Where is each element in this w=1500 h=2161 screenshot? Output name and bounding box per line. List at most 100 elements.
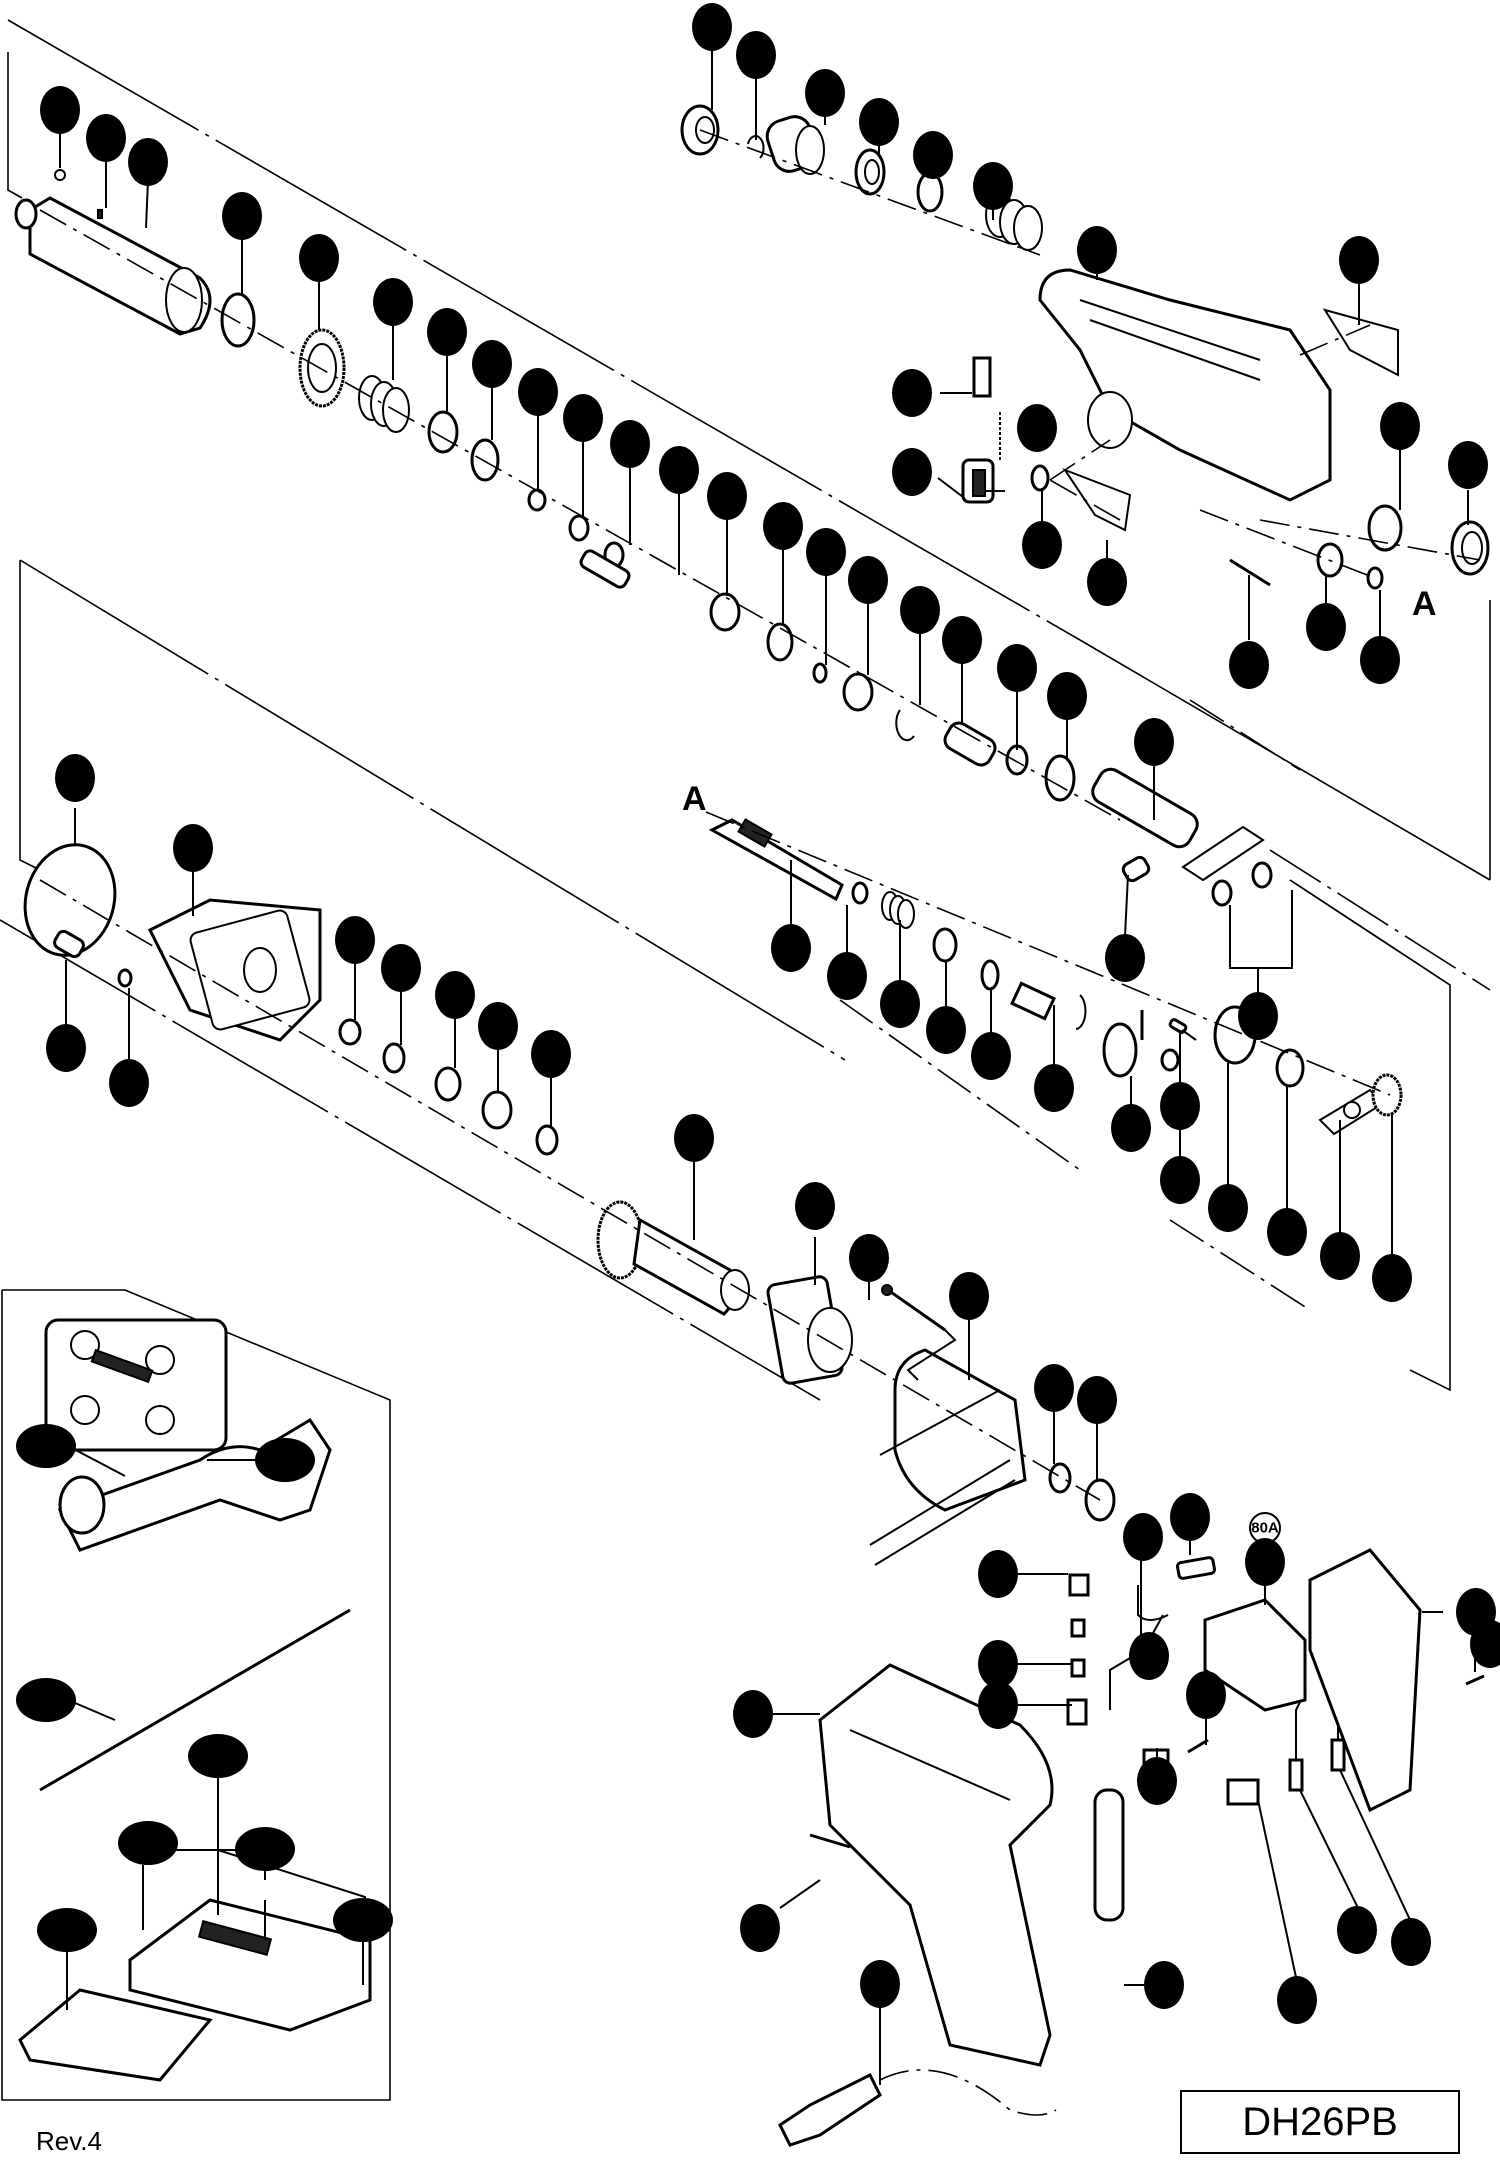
callout-circle <box>1320 1232 1360 1280</box>
callout-part-41: 41 <box>771 924 811 972</box>
callout-part-11: 11 <box>892 369 932 417</box>
callout-label: 43 <box>888 992 912 1017</box>
callout-part-9: 9 <box>1380 402 1420 450</box>
callout-part-62: 62 <box>949 1272 989 1320</box>
callout-circle <box>1306 603 1346 651</box>
callout-part-80a: 80A <box>1249 1512 1281 1544</box>
callout-part-74: 74 <box>1186 1671 1226 1719</box>
callout-circle <box>1087 558 1127 606</box>
callout-label: 5 <box>927 143 939 168</box>
callout-label: 52 <box>63 766 87 791</box>
callout-circle <box>1105 934 1145 982</box>
callout-part-66: 66 <box>740 1904 780 1952</box>
callout-label: 18 <box>1168 1094 1192 1119</box>
callout-part-37: 37 <box>997 644 1037 692</box>
callout-label: 56 <box>443 983 467 1008</box>
callout-circle <box>659 446 699 494</box>
callout-circle <box>435 971 475 1019</box>
callout-label: 508 <box>51 1920 83 1941</box>
callout-label: 31 <box>715 484 739 509</box>
row-3-parts: A A <box>682 585 1437 1136</box>
callout-circle <box>1077 1376 1117 1424</box>
callout-part-18: 18 <box>1360 636 1400 684</box>
callout-label: 17 <box>1314 615 1338 640</box>
callout-circle <box>1129 1632 1169 1680</box>
callout-part-501a: 501A <box>255 1438 315 1482</box>
callout-circle <box>86 114 126 162</box>
callout-circle <box>892 448 932 496</box>
callout-circle <box>1391 1918 1431 1966</box>
callout-label: 82 <box>1478 1632 1500 1657</box>
callout-part-8: 8 <box>1339 236 1379 284</box>
callout-circle <box>848 556 888 604</box>
callout-circle <box>1238 992 1278 1040</box>
callout-part-79: 79 <box>1170 1493 1210 1541</box>
row-1-parts <box>680 104 1490 590</box>
callout-circle <box>733 1690 773 1738</box>
callout-circle <box>1160 1082 1200 1130</box>
callout-part-29: 29 <box>610 420 650 468</box>
callout-label: 62 <box>957 1284 981 1309</box>
callout-part-17: 17 <box>1267 1208 1307 1256</box>
callout-circle <box>40 86 80 134</box>
callout-part-504: 504 <box>188 1734 248 1778</box>
callout-label: 45 <box>979 1044 1003 1069</box>
callout-circle <box>978 1640 1018 1688</box>
callout-part-54: 54 <box>335 916 375 964</box>
callout-part-10: 10 <box>1448 441 1488 489</box>
callout-part-507: 507 <box>333 1898 393 1942</box>
callout-part-40: 40 <box>1238 992 1278 1040</box>
callout-circle <box>381 944 421 992</box>
callout-label: 76 <box>1285 1988 1309 2013</box>
boundary-lines <box>0 19 1491 2101</box>
callout-part-2: 2 <box>736 31 776 79</box>
callout-label: 60 <box>803 1194 827 1219</box>
callout-part-56: 56 <box>435 971 475 1019</box>
callout-part-39: 39 <box>1105 934 1145 982</box>
callout-circle <box>827 952 867 1000</box>
callout-part-26: 26 <box>472 340 512 388</box>
callout-part-24: 24 <box>373 278 413 326</box>
callout-circle <box>335 916 375 964</box>
callout-circle <box>1047 672 1087 720</box>
callout-circle <box>1160 1156 1200 1204</box>
callout-circle <box>427 308 467 356</box>
callout-label: 69 <box>986 1652 1010 1677</box>
callout-label: 64 <box>117 1071 142 1096</box>
callout-part-31: 31 <box>707 472 747 520</box>
callout-part-23: 23 <box>299 234 339 282</box>
callout-label: 32 <box>771 514 795 539</box>
callout-circle <box>892 369 932 417</box>
callout-circle <box>806 528 846 576</box>
callout-label: 7 <box>1091 238 1103 263</box>
callout-label: 74 <box>1194 1683 1219 1708</box>
callout-label: 65 <box>741 1702 765 1727</box>
callout-part-16: 16 <box>1229 641 1269 689</box>
callout-circle <box>1208 1184 1248 1232</box>
callout-part-20: 20 <box>86 114 126 162</box>
callout-label: 75 <box>1152 1973 1176 1998</box>
callout-part-63: 63 <box>46 1024 86 1072</box>
callout-part-508: 508 <box>37 1908 97 1952</box>
callout-part-43: 43 <box>880 980 920 1028</box>
callout-part-25: 25 <box>1047 672 1087 720</box>
callout-circle <box>1380 402 1420 450</box>
callout-circle <box>1137 1757 1177 1805</box>
callout-label: 36 <box>950 628 974 653</box>
callout-label: 23 <box>307 246 331 271</box>
callout-label: 4 <box>873 110 886 135</box>
callout-part-80: 80 <box>1245 1538 1285 1586</box>
callout-circle <box>971 1032 1011 1080</box>
callout-label: 72 <box>1137 1644 1161 1669</box>
callout-label: 41 <box>779 936 803 961</box>
callout-circle <box>805 69 845 117</box>
callout-circle <box>973 162 1013 210</box>
callout-label: 55 <box>389 956 413 981</box>
callout-circle <box>942 616 982 664</box>
callout-circle <box>1134 718 1174 766</box>
callout-circle <box>46 1024 86 1072</box>
callout-label: 67 <box>868 1972 892 1997</box>
callout-circle <box>1022 521 1062 569</box>
callout-label: 14 <box>1030 533 1055 558</box>
callout-part-71: 71 <box>1123 1513 1163 1561</box>
